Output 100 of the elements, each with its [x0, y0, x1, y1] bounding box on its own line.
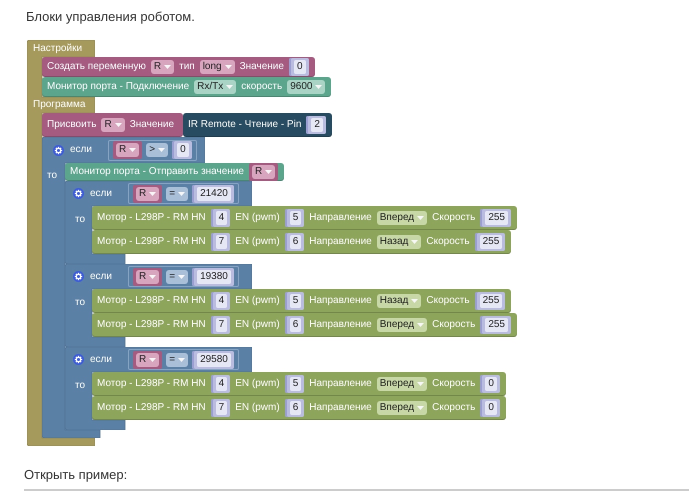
block-label: Направление	[309, 379, 372, 389]
block-label: Скорость	[432, 213, 476, 223]
variable-block	[112, 141, 142, 159]
number-block	[474, 233, 506, 251]
number-field: 21420	[197, 186, 231, 200]
block-label: Направление	[309, 403, 372, 413]
number-field: 6	[290, 401, 302, 415]
block-label: Монитор порта - Отправить значение	[70, 167, 244, 177]
number-field: 5	[290, 294, 302, 308]
ir-read-block	[183, 113, 332, 137]
number-field: 7	[216, 235, 228, 249]
block-label: EN (pwm)	[235, 213, 280, 223]
number-block	[210, 375, 230, 393]
block-label: EN (pwm)	[235, 379, 280, 389]
dropdown-field: >	[146, 143, 168, 157]
dropdown-field: 9600	[287, 80, 326, 94]
dropdown-field: R	[136, 270, 160, 284]
block-label: скорость	[241, 82, 282, 92]
number-field: 255	[480, 294, 502, 308]
motor-block	[92, 396, 506, 420]
number-block	[284, 316, 304, 334]
number-block	[480, 399, 500, 417]
number-block	[192, 184, 234, 202]
block-label: IR Remote - Чтение - Pin	[188, 120, 302, 130]
motor-block	[92, 289, 512, 313]
block-label: Настройки	[33, 44, 82, 54]
number-field: 4	[216, 294, 228, 308]
variable-block	[132, 350, 162, 368]
number-field: 19380	[197, 270, 231, 284]
dropdown-field: Вперед	[376, 318, 428, 332]
block-label: Значение	[240, 62, 284, 72]
block-label: Направление	[309, 237, 372, 247]
page-title: Блоки управления роботом.	[26, 8, 195, 26]
number-field: 0	[485, 401, 497, 415]
number-block	[480, 209, 511, 227]
dropdown-field: R	[101, 118, 125, 132]
block-label: EN (pwm)	[235, 320, 280, 330]
block-label: Мотор - L298P - RM HN	[97, 237, 206, 247]
number-field: 4	[216, 211, 228, 225]
dropdown-field: R	[136, 352, 160, 366]
number-block	[210, 233, 230, 251]
number-block	[192, 268, 234, 286]
block-label: Скорость	[432, 403, 476, 413]
block-label: Значение	[130, 120, 174, 130]
block-label: Мотор - L298P - RM HN	[97, 296, 206, 306]
block-label: Скорость	[432, 320, 476, 330]
number-field: 6	[290, 235, 302, 249]
block-label: Присвоить	[47, 120, 96, 130]
dropdown-field: =	[166, 186, 188, 200]
dropdown-field: R	[150, 60, 174, 74]
number-block	[192, 350, 234, 368]
dropdown-field: =	[166, 270, 188, 284]
dropdown-field: Вперед	[376, 401, 428, 415]
block-label: Мотор - L298P - RM HN	[97, 379, 206, 389]
number-block	[210, 316, 230, 334]
number-field: 7	[216, 318, 228, 332]
block-label: EN (pwm)	[235, 237, 280, 247]
number-block	[284, 399, 304, 417]
number-block	[284, 233, 304, 251]
body-text: Открыть пример:	[24, 466, 128, 484]
number-block	[210, 292, 230, 310]
assign-block	[42, 113, 183, 137]
variable-block	[132, 184, 162, 202]
number-field: 29580	[197, 352, 231, 366]
number-field: 7	[216, 401, 228, 415]
block-label: то	[75, 380, 86, 391]
number-block	[288, 58, 309, 76]
motor-block	[92, 372, 506, 396]
number-block	[284, 292, 304, 310]
number-field: 255	[485, 318, 508, 332]
block-label: Направление	[309, 320, 372, 330]
block-label: если	[90, 272, 112, 282]
dropdown-field: Назад	[376, 235, 422, 249]
number-field: 0	[485, 377, 497, 391]
block-label: то	[75, 214, 86, 225]
motor-block	[92, 206, 517, 230]
number-field: 5	[290, 211, 302, 225]
number-block	[284, 209, 304, 227]
motor-block	[92, 230, 512, 254]
number-block	[210, 399, 230, 417]
block-label: Мотор - L298P - RM HN	[97, 403, 206, 413]
number-block	[306, 116, 326, 134]
number-block	[480, 316, 511, 334]
number-field: 0	[294, 60, 306, 74]
variable-block	[132, 268, 162, 286]
block-label: Скорость	[426, 296, 470, 306]
number-block	[480, 375, 500, 393]
number-field: 2	[311, 118, 323, 132]
serial-send-block	[65, 163, 284, 181]
dropdown-field: =	[166, 352, 188, 366]
serial-connect-block	[42, 77, 332, 97]
dropdown-field: Вперед	[376, 377, 428, 391]
block-label: Монитор порта - Подключение	[47, 82, 190, 92]
number-field: 6	[290, 318, 302, 332]
dropdown-field: Вперед	[376, 211, 428, 225]
block-label: Скорость	[432, 379, 476, 389]
compare-block	[128, 266, 239, 287]
number-block	[284, 375, 304, 393]
block-label: тип	[179, 62, 195, 72]
block-label: Направление	[309, 213, 372, 223]
